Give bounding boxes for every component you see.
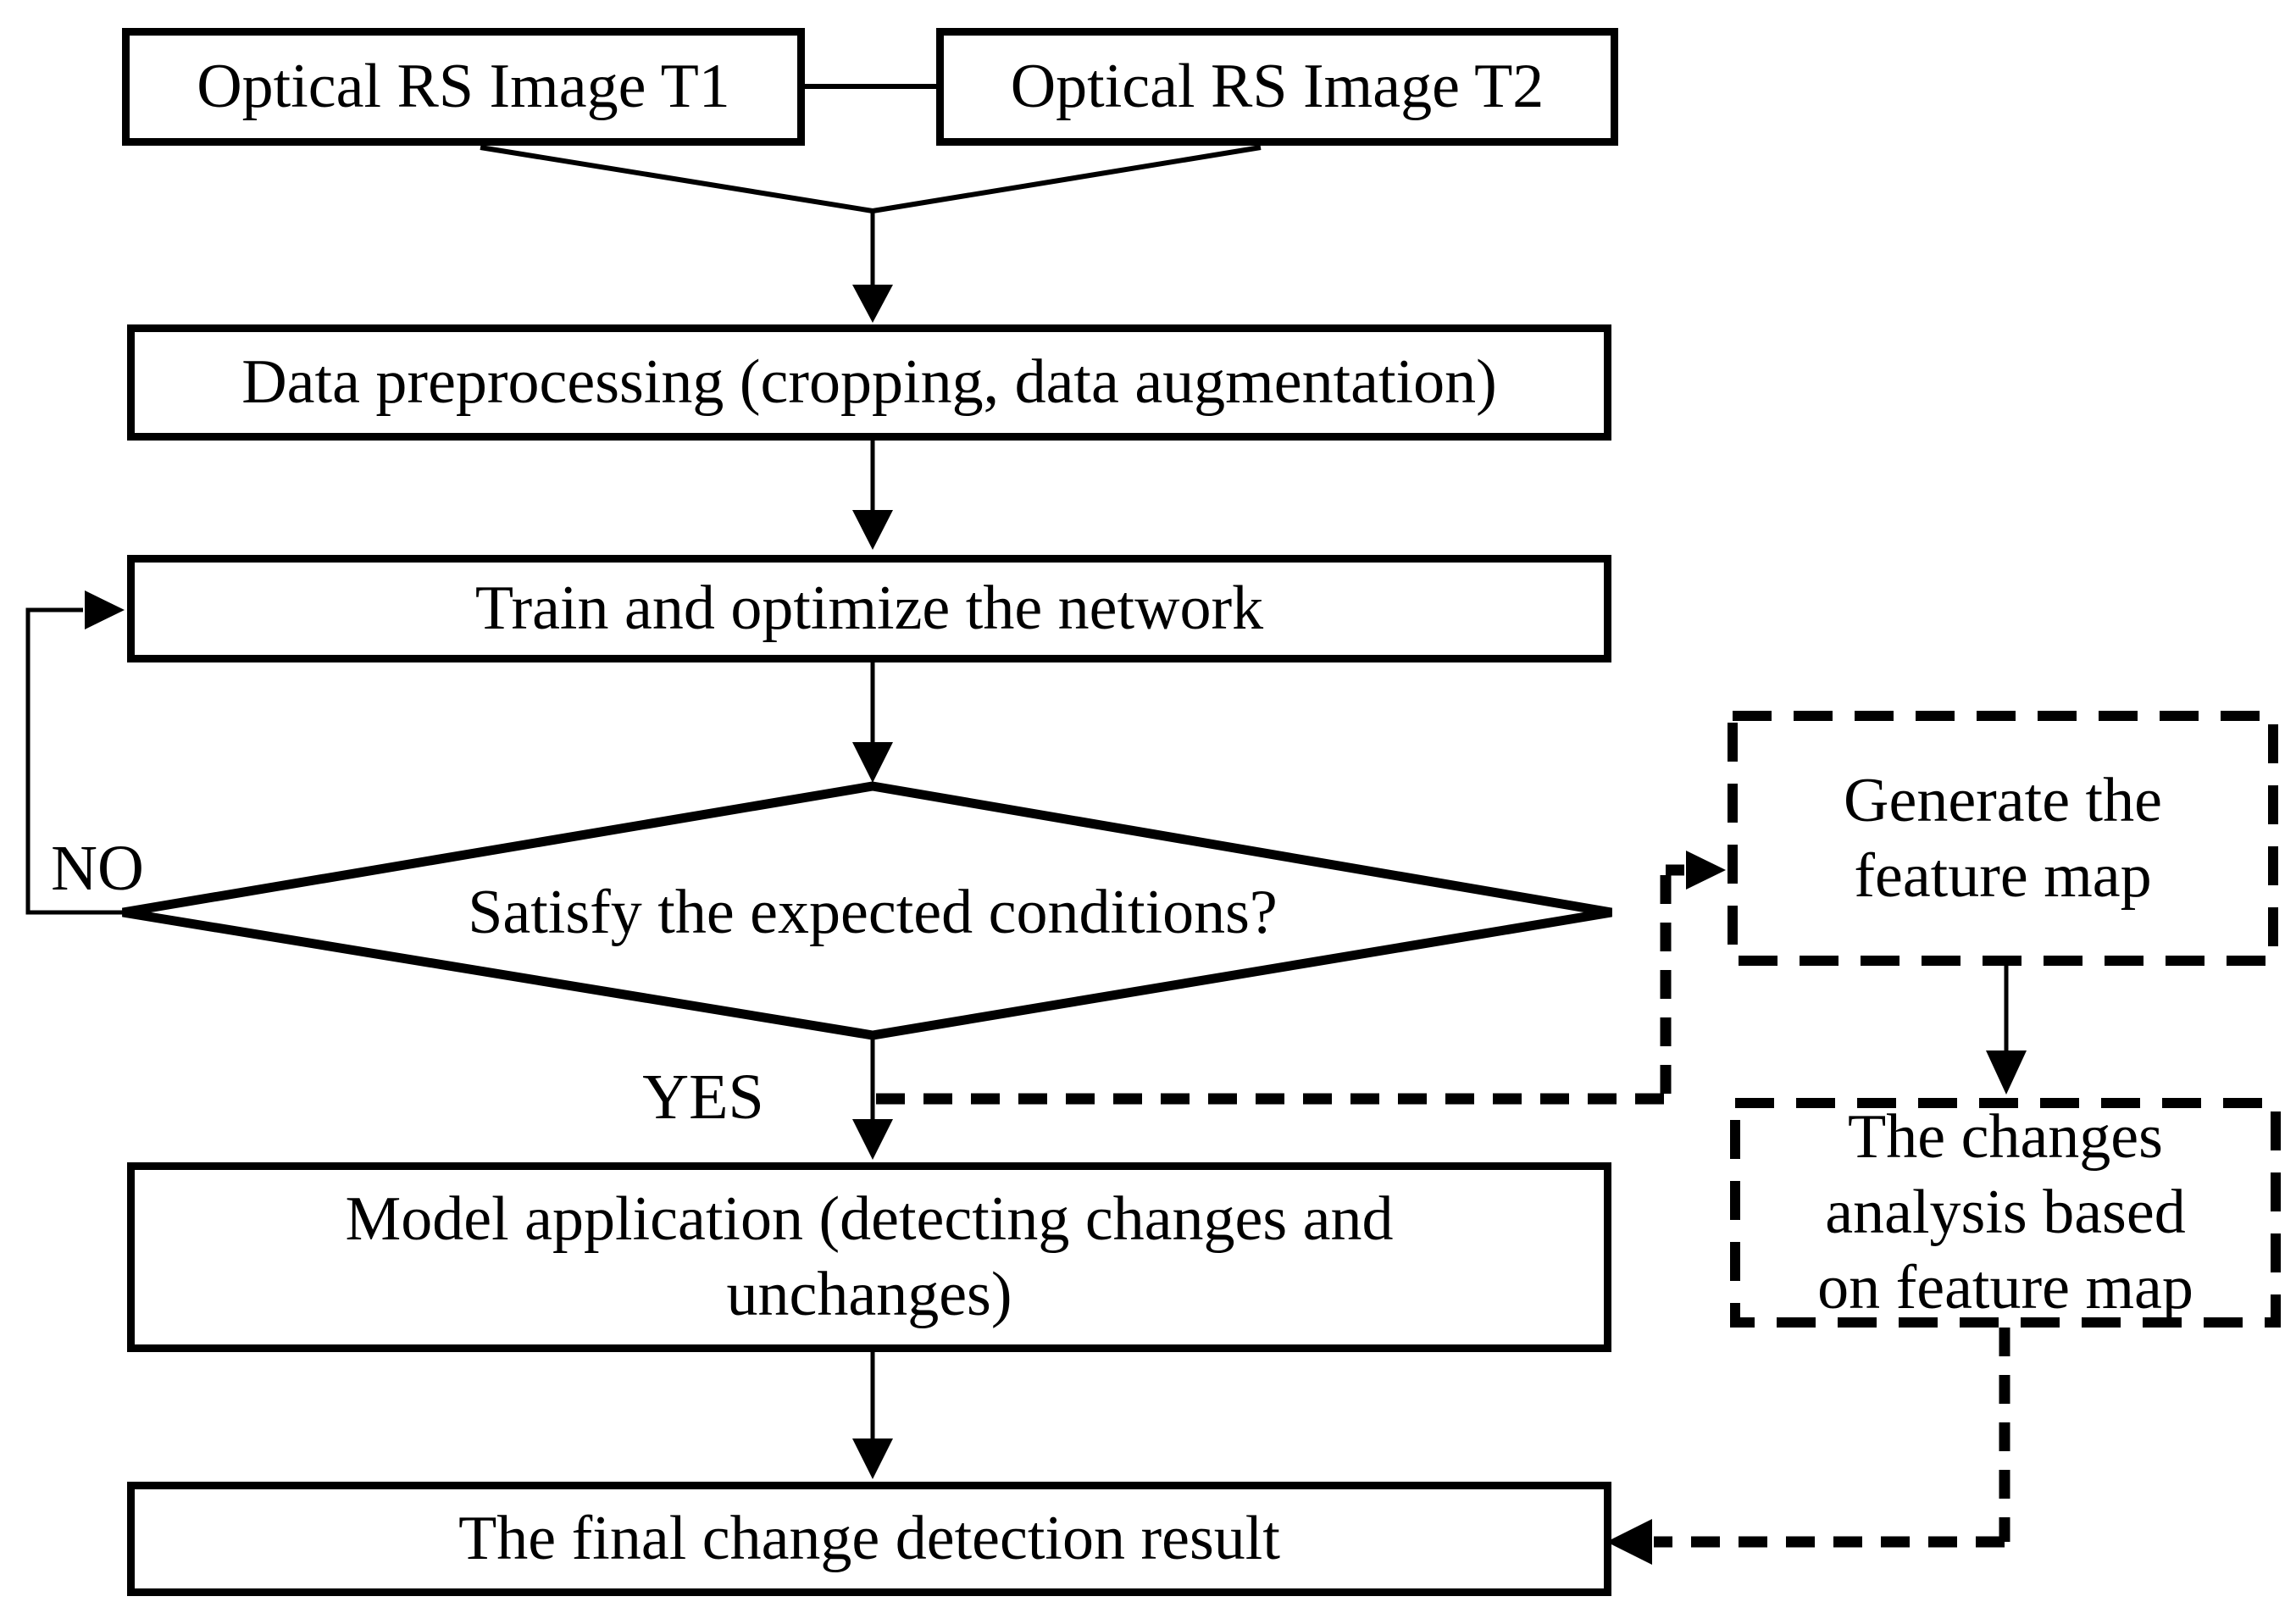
arrow-generate-to-analysis — [1986, 966, 2027, 1095]
node-model-application: Model application (detecting changes and… — [127, 1162, 1611, 1352]
node-optical-rs-image-t2: Optical RS Image T2 — [936, 28, 1618, 146]
node-optical-rs-image-t1: Optical RS Image T1 — [122, 28, 805, 146]
edge-label-yes: YES — [597, 1062, 809, 1133]
edge-t1-merge — [480, 145, 873, 213]
node-label-line: feature map — [1854, 840, 2152, 911]
node-label: Train and optimize the network — [474, 574, 1264, 644]
node-label-line: The changes — [1848, 1102, 2163, 1172]
edge-analysis-to-final-dashed — [1606, 1328, 2010, 1565]
node-changes-analysis: The changes analysis based on feature ma… — [1735, 1102, 2276, 1322]
arrow-decision-to-model — [852, 1035, 893, 1160]
no-text: NO — [51, 832, 144, 904]
arrow-model-to-final — [852, 1352, 893, 1479]
arrow-train-to-decision — [852, 662, 893, 783]
node-label-line: Generate the — [1844, 765, 2162, 835]
node-label-line: analysis based — [1825, 1178, 2186, 1248]
node-generate-feature-map: Generate the feature map — [1733, 716, 2273, 961]
node-train-optimize-network: Train and optimize the network — [127, 555, 1611, 662]
node-label-line: on feature map — [1817, 1252, 2193, 1322]
node-decision-label: Satisfy the expected conditions? — [237, 878, 1508, 947]
node-data-preprocessing: Data preprocessing (cropping, data augme… — [127, 324, 1611, 441]
node-label: Satisfy the expected conditions? — [468, 877, 1278, 947]
generate-feature-map-box-border — [1728, 711, 2278, 966]
edge-yes-to-generate-dashed — [876, 851, 1726, 1105]
edge-no-loop — [25, 590, 125, 915]
node-label: Optical RS Image T1 — [197, 52, 730, 122]
changes-analysis-box-border — [1730, 1098, 2281, 1328]
node-label-line: Model application (detecting changes and — [345, 1184, 1394, 1255]
yes-text: YES — [642, 1061, 764, 1133]
node-label-line: unchanges) — [726, 1260, 1012, 1329]
edge-t2-merge — [872, 145, 1262, 213]
node-label: The final change detection result — [458, 1504, 1280, 1574]
node-label: Optical RS Image T2 — [1010, 52, 1545, 122]
arrow-inputs-to-preprocessing — [852, 208, 893, 323]
arrow-preprocessing-to-train — [852, 441, 893, 550]
node-label: Data preprocessing (cropping, data augme… — [241, 347, 1497, 418]
node-final-change-detection-result: The final change detection result — [127, 1482, 1611, 1596]
edge-label-no: NO — [25, 833, 169, 904]
